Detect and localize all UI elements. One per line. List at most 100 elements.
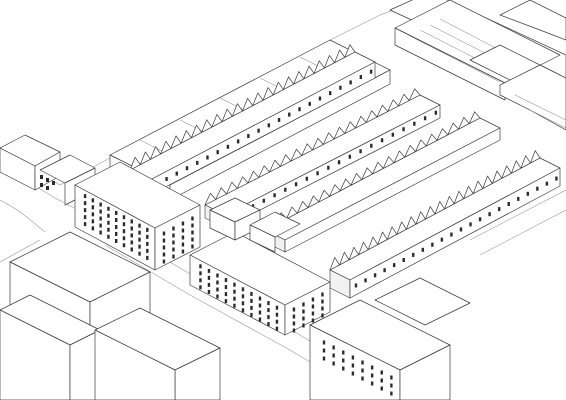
window — [99, 230, 102, 235]
roof-gable — [307, 195, 320, 208]
roof-gable — [472, 180, 484, 194]
apartment-block-b — [189, 231, 331, 336]
left-house-cluster — [0, 134, 96, 206]
window — [241, 301, 245, 306]
window — [469, 222, 472, 227]
window — [107, 220, 110, 225]
roof-gable — [344, 121, 356, 134]
roof-gable — [365, 110, 378, 123]
window — [321, 299, 324, 304]
window — [181, 221, 185, 226]
roof-gable — [322, 132, 335, 145]
window — [122, 243, 126, 248]
window — [233, 303, 236, 308]
roof-gable — [204, 192, 217, 206]
roof-gable — [160, 140, 172, 155]
window — [459, 227, 463, 232]
roof-gable — [398, 93, 410, 107]
window — [536, 186, 539, 191]
window — [258, 310, 262, 315]
roof-gable — [139, 151, 151, 165]
window — [175, 171, 178, 176]
window — [431, 242, 434, 247]
window — [267, 301, 270, 306]
roof-gable — [367, 236, 379, 250]
window — [391, 132, 395, 137]
window — [91, 205, 95, 210]
window — [267, 315, 270, 320]
window — [162, 238, 166, 243]
window — [138, 223, 141, 228]
window — [181, 242, 185, 247]
window — [361, 368, 364, 373]
window — [316, 171, 319, 176]
window — [241, 294, 245, 299]
window — [165, 176, 168, 181]
roof-gable — [333, 126, 346, 140]
roof-gable — [272, 81, 284, 96]
window — [199, 278, 202, 283]
window — [361, 360, 364, 365]
window — [370, 143, 373, 148]
window — [267, 308, 270, 313]
window — [275, 312, 279, 317]
roof-gable — [530, 150, 541, 164]
center-townhouses — [209, 197, 301, 253]
window — [348, 154, 352, 159]
window — [226, 144, 230, 149]
roof-gable — [318, 189, 330, 203]
window — [302, 316, 305, 321]
window — [308, 101, 311, 106]
window — [380, 370, 383, 375]
window — [91, 226, 95, 231]
roof-gable — [334, 49, 346, 64]
window — [99, 209, 102, 214]
window — [497, 207, 501, 212]
apartment-block-a — [74, 161, 201, 271]
window — [321, 313, 324, 318]
window — [115, 225, 118, 229]
foreground-left-buildings — [0, 231, 221, 400]
roof-gable — [396, 221, 407, 235]
roof-gable — [382, 156, 395, 169]
window — [267, 322, 270, 327]
window — [115, 211, 118, 215]
window — [373, 273, 377, 278]
window — [216, 280, 219, 285]
window — [370, 365, 374, 370]
roof-gable — [425, 206, 436, 220]
roof-gable — [313, 60, 325, 74]
window — [322, 348, 326, 353]
window — [440, 237, 444, 242]
north-east-buildings — [389, 0, 566, 131]
roof-gable — [453, 190, 464, 205]
roof-gable — [301, 143, 313, 156]
roof-gable — [296, 201, 309, 214]
roof-gable — [393, 150, 406, 164]
roof-gable — [436, 128, 449, 141]
window — [241, 287, 245, 292]
roof-gable — [350, 173, 363, 186]
window — [339, 85, 342, 90]
roof-gable — [348, 246, 359, 261]
window — [284, 187, 287, 192]
window — [359, 75, 363, 80]
window — [130, 247, 133, 252]
roof-gable — [329, 184, 341, 197]
roof-gable — [329, 257, 340, 271]
window — [207, 282, 211, 287]
roof-gable — [226, 181, 238, 195]
roof-gable — [491, 170, 503, 184]
window — [250, 312, 253, 317]
roof-gable — [355, 115, 367, 129]
roof-gable — [286, 206, 298, 220]
roof-gable — [129, 156, 141, 171]
window — [115, 232, 118, 236]
roof-gable — [201, 119, 213, 133]
roof-gable — [242, 97, 254, 112]
roof-gable — [377, 231, 388, 245]
window — [412, 252, 415, 257]
window — [241, 308, 245, 313]
window — [162, 245, 166, 250]
roof-gable — [482, 175, 493, 189]
